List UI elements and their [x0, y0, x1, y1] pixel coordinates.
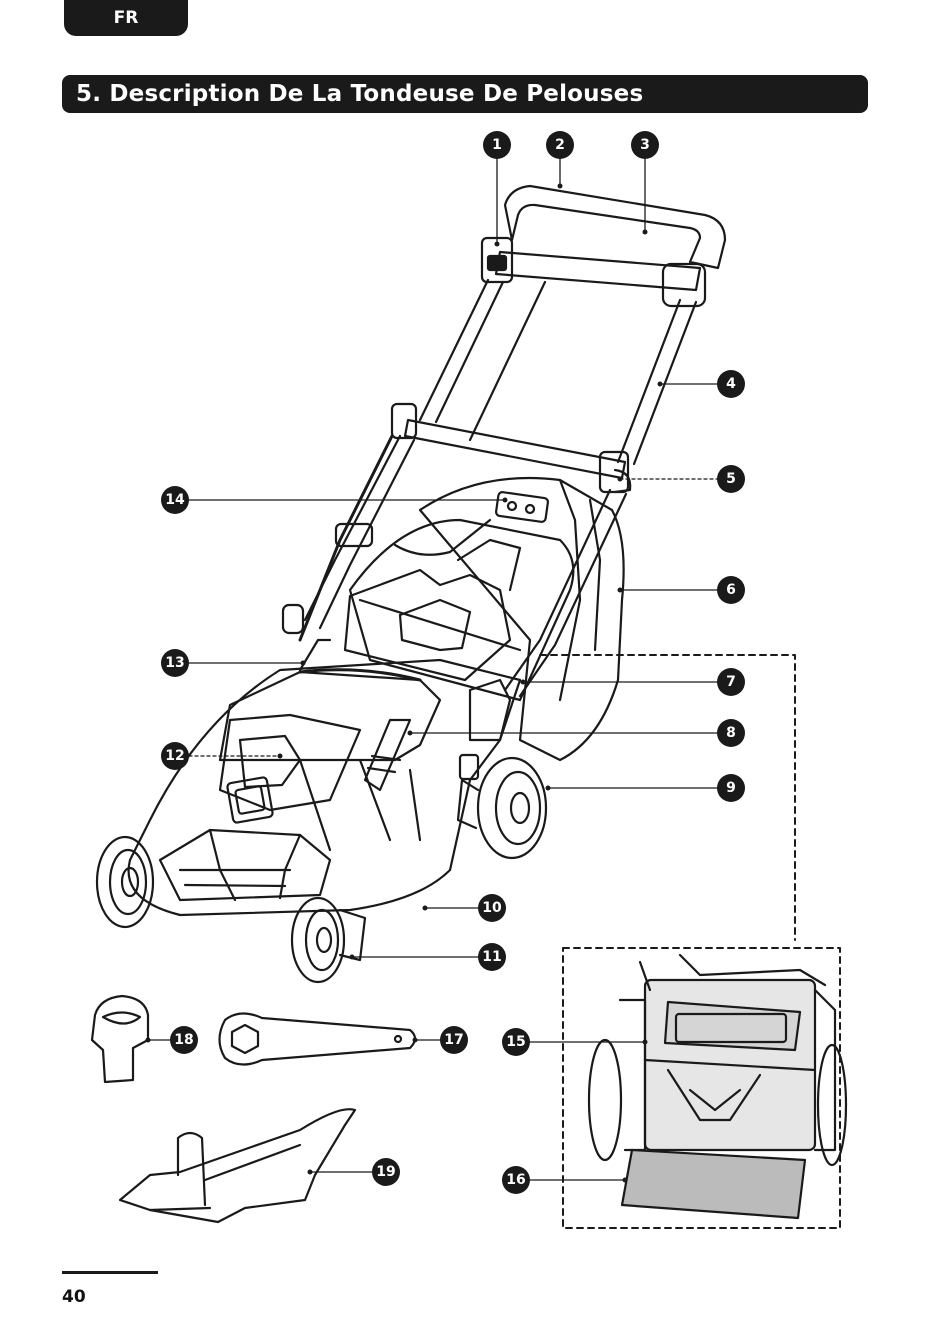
- callout-6: 6: [717, 576, 745, 604]
- handle: [283, 186, 725, 696]
- callout-14: 14: [161, 486, 189, 514]
- callout-2: 2: [546, 131, 574, 159]
- leader-lines: [148, 157, 717, 1180]
- callout-12: 12: [161, 742, 189, 770]
- callout-19: 19: [372, 1158, 400, 1186]
- callout-15: 15: [502, 1028, 530, 1056]
- callout-8: 8: [717, 719, 745, 747]
- battery-cover: [220, 715, 360, 810]
- callout-10: 10: [478, 894, 506, 922]
- callout-4: 4: [717, 370, 745, 398]
- callout-5: 5: [717, 465, 745, 493]
- callout-18: 18: [170, 1026, 198, 1054]
- rear-detail-view: [589, 955, 846, 1218]
- callout-17: 17: [440, 1026, 468, 1054]
- callout-3: 3: [631, 131, 659, 159]
- safety-key: [92, 996, 148, 1082]
- callout-11: 11: [478, 943, 506, 971]
- callout-16: 16: [502, 1166, 530, 1194]
- callout-1: 1: [483, 131, 511, 159]
- mower-deck: [129, 640, 520, 915]
- mulching-plug: [120, 1109, 355, 1222]
- callout-7: 7: [717, 668, 745, 696]
- grass-bag: [345, 478, 624, 760]
- callout-13: 13: [161, 649, 189, 677]
- wrench: [220, 1013, 416, 1064]
- footer-rule: [62, 1271, 158, 1274]
- page-number: 40: [62, 1287, 86, 1307]
- callout-9: 9: [717, 774, 745, 802]
- anchor-dots: [146, 184, 663, 1183]
